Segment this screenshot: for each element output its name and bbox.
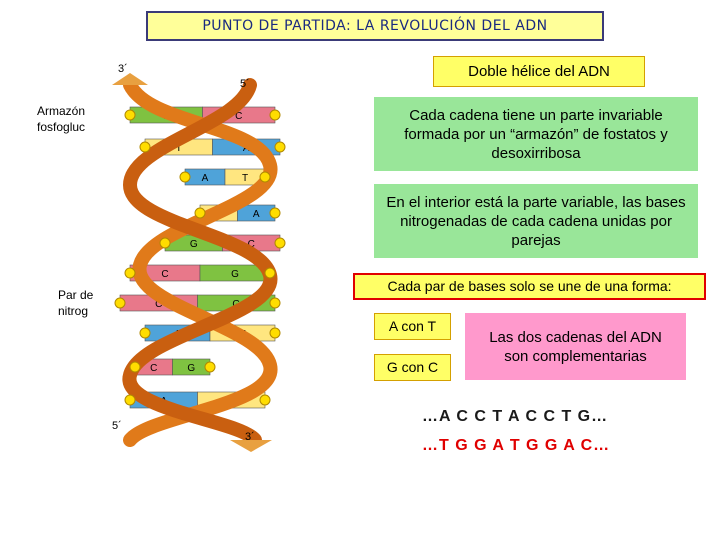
phosphate-node: [159, 237, 171, 249]
phosphate-node: [124, 394, 136, 406]
base-letter: C: [248, 239, 255, 250]
a-t-pair-box: A con T: [374, 313, 451, 340]
label-3-prime-top: 3´: [118, 63, 128, 75]
strand-start-arrow: [112, 73, 148, 85]
sequence-strand-1: …A C C T A C C T G…: [422, 408, 609, 425]
interior-box: En el interior está la parte variable, l…: [374, 184, 698, 258]
pairing-rule-box: Cada par de bases solo se une de una for…: [353, 273, 706, 300]
phosphate-node: [269, 207, 281, 219]
complementary-box: Las dos cadenas del ADN son complementar…: [465, 313, 686, 380]
label-5-prime-bottom: 5´: [112, 420, 122, 432]
phosphate-node: [204, 361, 216, 373]
phosphate-node: [274, 141, 286, 153]
backbone-strand-1: [123, 78, 278, 447]
phosphate-node: [269, 327, 281, 339]
base-letter: T: [176, 143, 182, 154]
phosphate-node: [269, 297, 281, 309]
base-letter: G: [231, 269, 239, 280]
base-letter: T: [242, 173, 248, 184]
base-letter: A: [253, 209, 260, 220]
phosphate-node: [139, 141, 151, 153]
base-pair-side-label: Par de nitrog: [58, 288, 94, 318]
phosphate-node: [274, 237, 286, 249]
backbone-side-label: Armazón fosfogluc: [37, 104, 86, 134]
base-letter: C: [150, 363, 157, 374]
label-5-prime-top: 5´: [240, 78, 250, 90]
phosphate-node: [139, 327, 151, 339]
phosphate-node: [124, 109, 136, 121]
phosphate-node: [259, 171, 271, 183]
base-letter: C: [235, 111, 242, 122]
phosphate-node: [114, 297, 126, 309]
phosphate-node: [124, 267, 136, 279]
sequence-strand-2: …T G G A T G G A C…: [422, 437, 611, 454]
phosphate-node: [179, 171, 191, 183]
strand-end-arrow: [230, 440, 272, 452]
page-title: PUNTO DE PARTIDA: LA REVOLUCIÓN DEL ADN: [146, 11, 604, 41]
phosphate-node: [129, 361, 141, 373]
base-letter: G: [187, 363, 195, 374]
base-letter: G: [190, 239, 198, 250]
label-3-prime-bottom: 3´: [245, 431, 255, 443]
phosphate-node: [194, 207, 206, 219]
base-letter: C: [155, 299, 162, 310]
base-letter: C: [161, 269, 168, 280]
double-helix-box: Doble hélice del ADN: [433, 56, 645, 87]
base-letter: A: [202, 173, 209, 184]
g-c-pair-box: G con C: [374, 354, 451, 381]
phosphate-node: [259, 394, 271, 406]
phosphate-node: [269, 109, 281, 121]
phosphate-node: [264, 267, 276, 279]
backbone-box: Cada cadena tiene un parte invariable fo…: [374, 97, 698, 171]
